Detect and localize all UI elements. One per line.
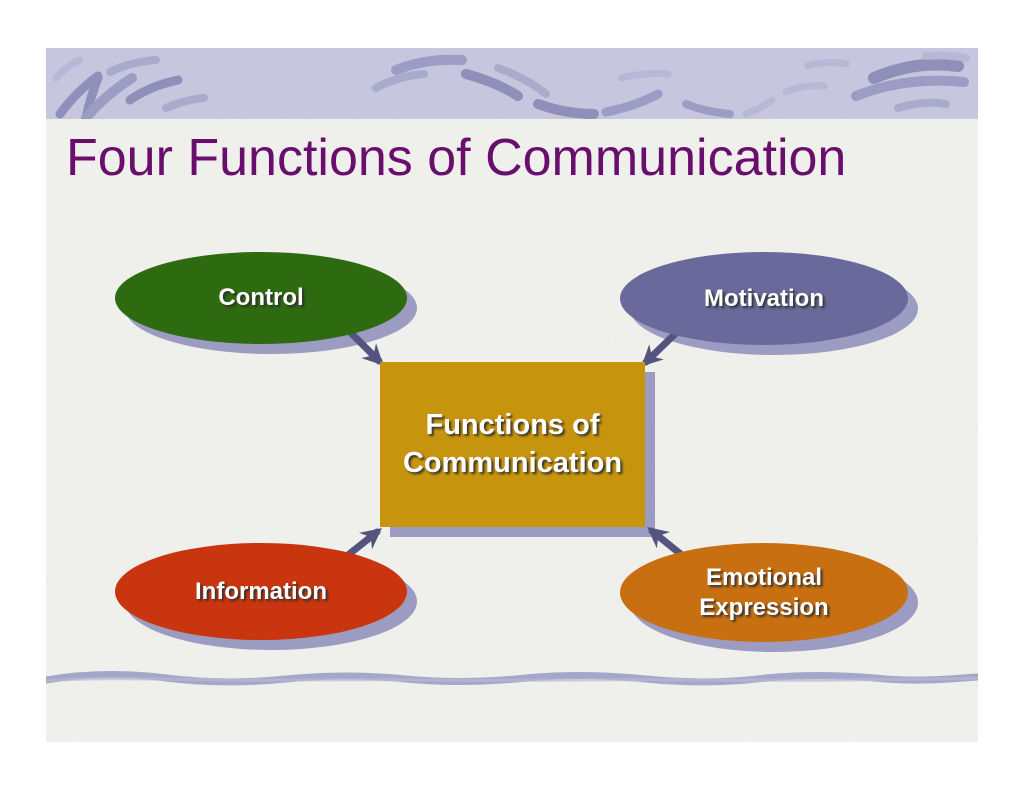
node-motivation: Motivation xyxy=(620,252,908,345)
node-motivation-label: Motivation xyxy=(704,284,824,312)
center-box-label: Functions of Communication xyxy=(402,408,623,479)
divider-line xyxy=(46,670,978,686)
arrow-control-to-box xyxy=(346,328,384,366)
node-control: Control xyxy=(115,252,407,344)
slide-canvas: Four Functions of Communication xyxy=(46,48,978,742)
node-information-label: Information xyxy=(195,577,327,605)
slide-title: Four Functions of Communication xyxy=(66,129,847,187)
node-control-label: Control xyxy=(218,284,304,312)
arrow-motivation-to-box xyxy=(641,330,679,367)
node-information: Information xyxy=(115,543,407,640)
node-emotional-expression-label: Emotional Expression xyxy=(699,564,829,621)
band-squiggle-decoration xyxy=(52,51,970,119)
divider-highlight-path xyxy=(46,676,978,683)
center-box: Functions of Communication xyxy=(380,362,645,527)
functions-diagram: Control Motivation Information Emotional… xyxy=(46,48,978,742)
header-band xyxy=(46,48,978,119)
node-emotional-expression: Emotional Expression xyxy=(620,543,908,642)
